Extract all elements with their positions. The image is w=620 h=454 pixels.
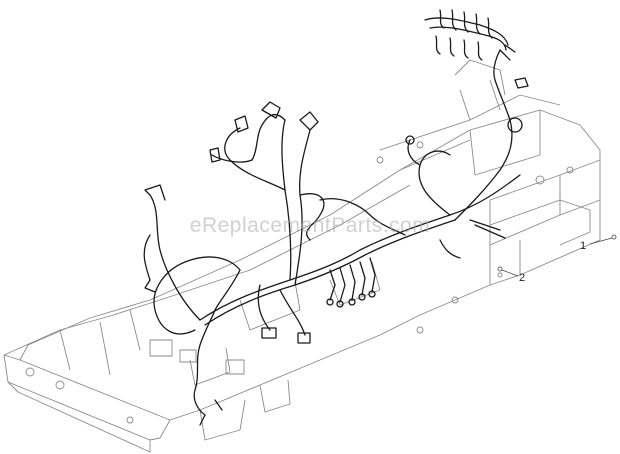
callout-1-leader: [589, 234, 617, 245]
chassis-frame: [3, 59, 601, 453]
callout-label-1: 1: [580, 240, 587, 252]
callout-2-leader: [497, 266, 519, 277]
wiring-harness: [143, 9, 529, 426]
callout-label-2: 2: [519, 272, 526, 284]
watermark: eReplacementParts.com: [189, 214, 431, 237]
